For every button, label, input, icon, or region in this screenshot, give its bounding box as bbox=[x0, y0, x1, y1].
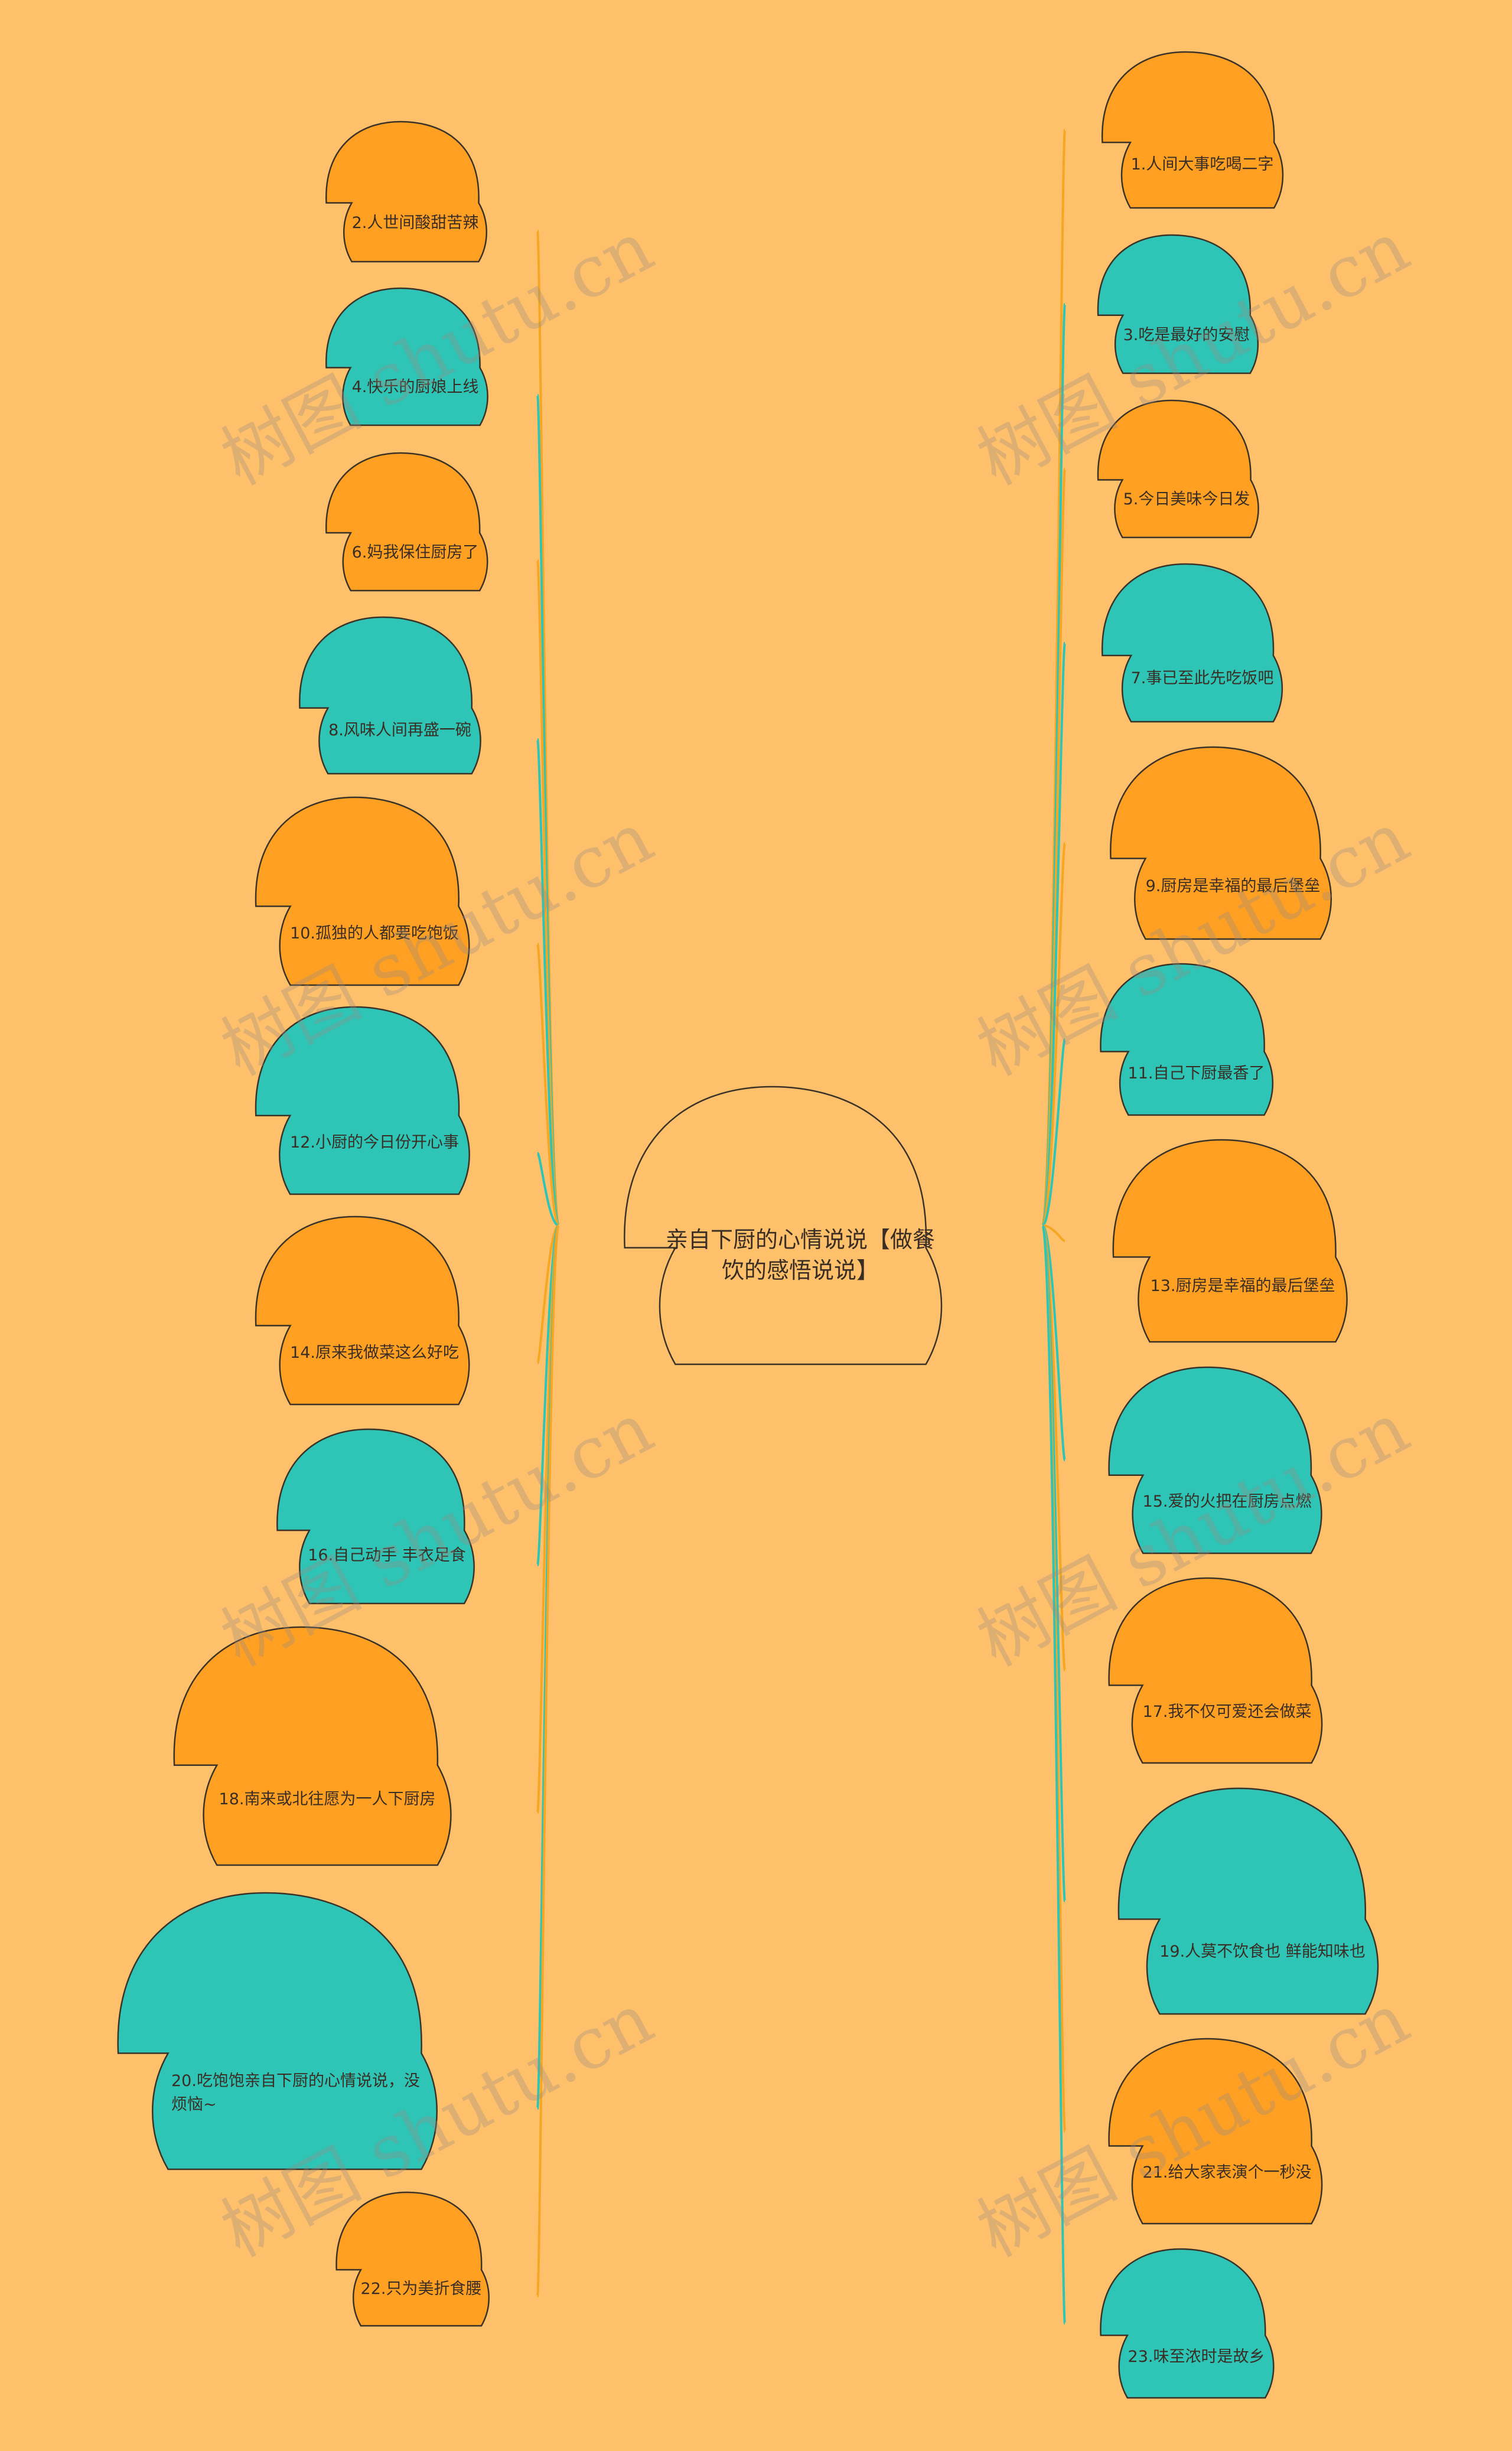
connector-left-5 bbox=[536, 943, 560, 1227]
right-cloud-5 bbox=[1110, 746, 1332, 940]
left-cloud-6 bbox=[255, 1006, 470, 1195]
connector-left-11 bbox=[536, 1224, 560, 2298]
connector-right-7 bbox=[1042, 1224, 1065, 1242]
left-cloud-7 bbox=[255, 1215, 470, 1406]
right-cloud-3 bbox=[1097, 399, 1259, 539]
connector-right-6 bbox=[1041, 1038, 1066, 1227]
connector-right-12 bbox=[1041, 1224, 1066, 2325]
right-cloud-6 bbox=[1100, 963, 1274, 1116]
left-cloud-1 bbox=[325, 120, 487, 263]
right-cloud-8 bbox=[1108, 1366, 1322, 1554]
root-cloud bbox=[624, 1086, 943, 1365]
left-cloud-9 bbox=[173, 1626, 452, 1866]
left-cloud-5 bbox=[255, 796, 470, 986]
right-cloud-7 bbox=[1112, 1139, 1348, 1343]
left-cloud-4 bbox=[299, 616, 481, 775]
left-cloud-8 bbox=[276, 1428, 475, 1605]
right-cloud-10 bbox=[1117, 1787, 1379, 2015]
connector-left-7 bbox=[536, 1224, 560, 1365]
connector-right-5 bbox=[1041, 842, 1066, 1227]
right-cloud-1 bbox=[1102, 51, 1284, 209]
left-cloud-2 bbox=[325, 287, 488, 426]
left-cloud-3 bbox=[325, 452, 488, 592]
left-cloud-10 bbox=[117, 1892, 438, 2170]
right-cloud-9 bbox=[1108, 1577, 1323, 1764]
right-cloud-12 bbox=[1100, 2248, 1275, 2399]
connector-left-4 bbox=[536, 738, 560, 1227]
left-cloud-11 bbox=[335, 2191, 490, 2327]
right-cloud-2 bbox=[1097, 234, 1259, 374]
right-cloud-11 bbox=[1108, 2038, 1323, 2225]
connector-left-6 bbox=[536, 1152, 559, 1227]
right-cloud-4 bbox=[1102, 563, 1283, 723]
